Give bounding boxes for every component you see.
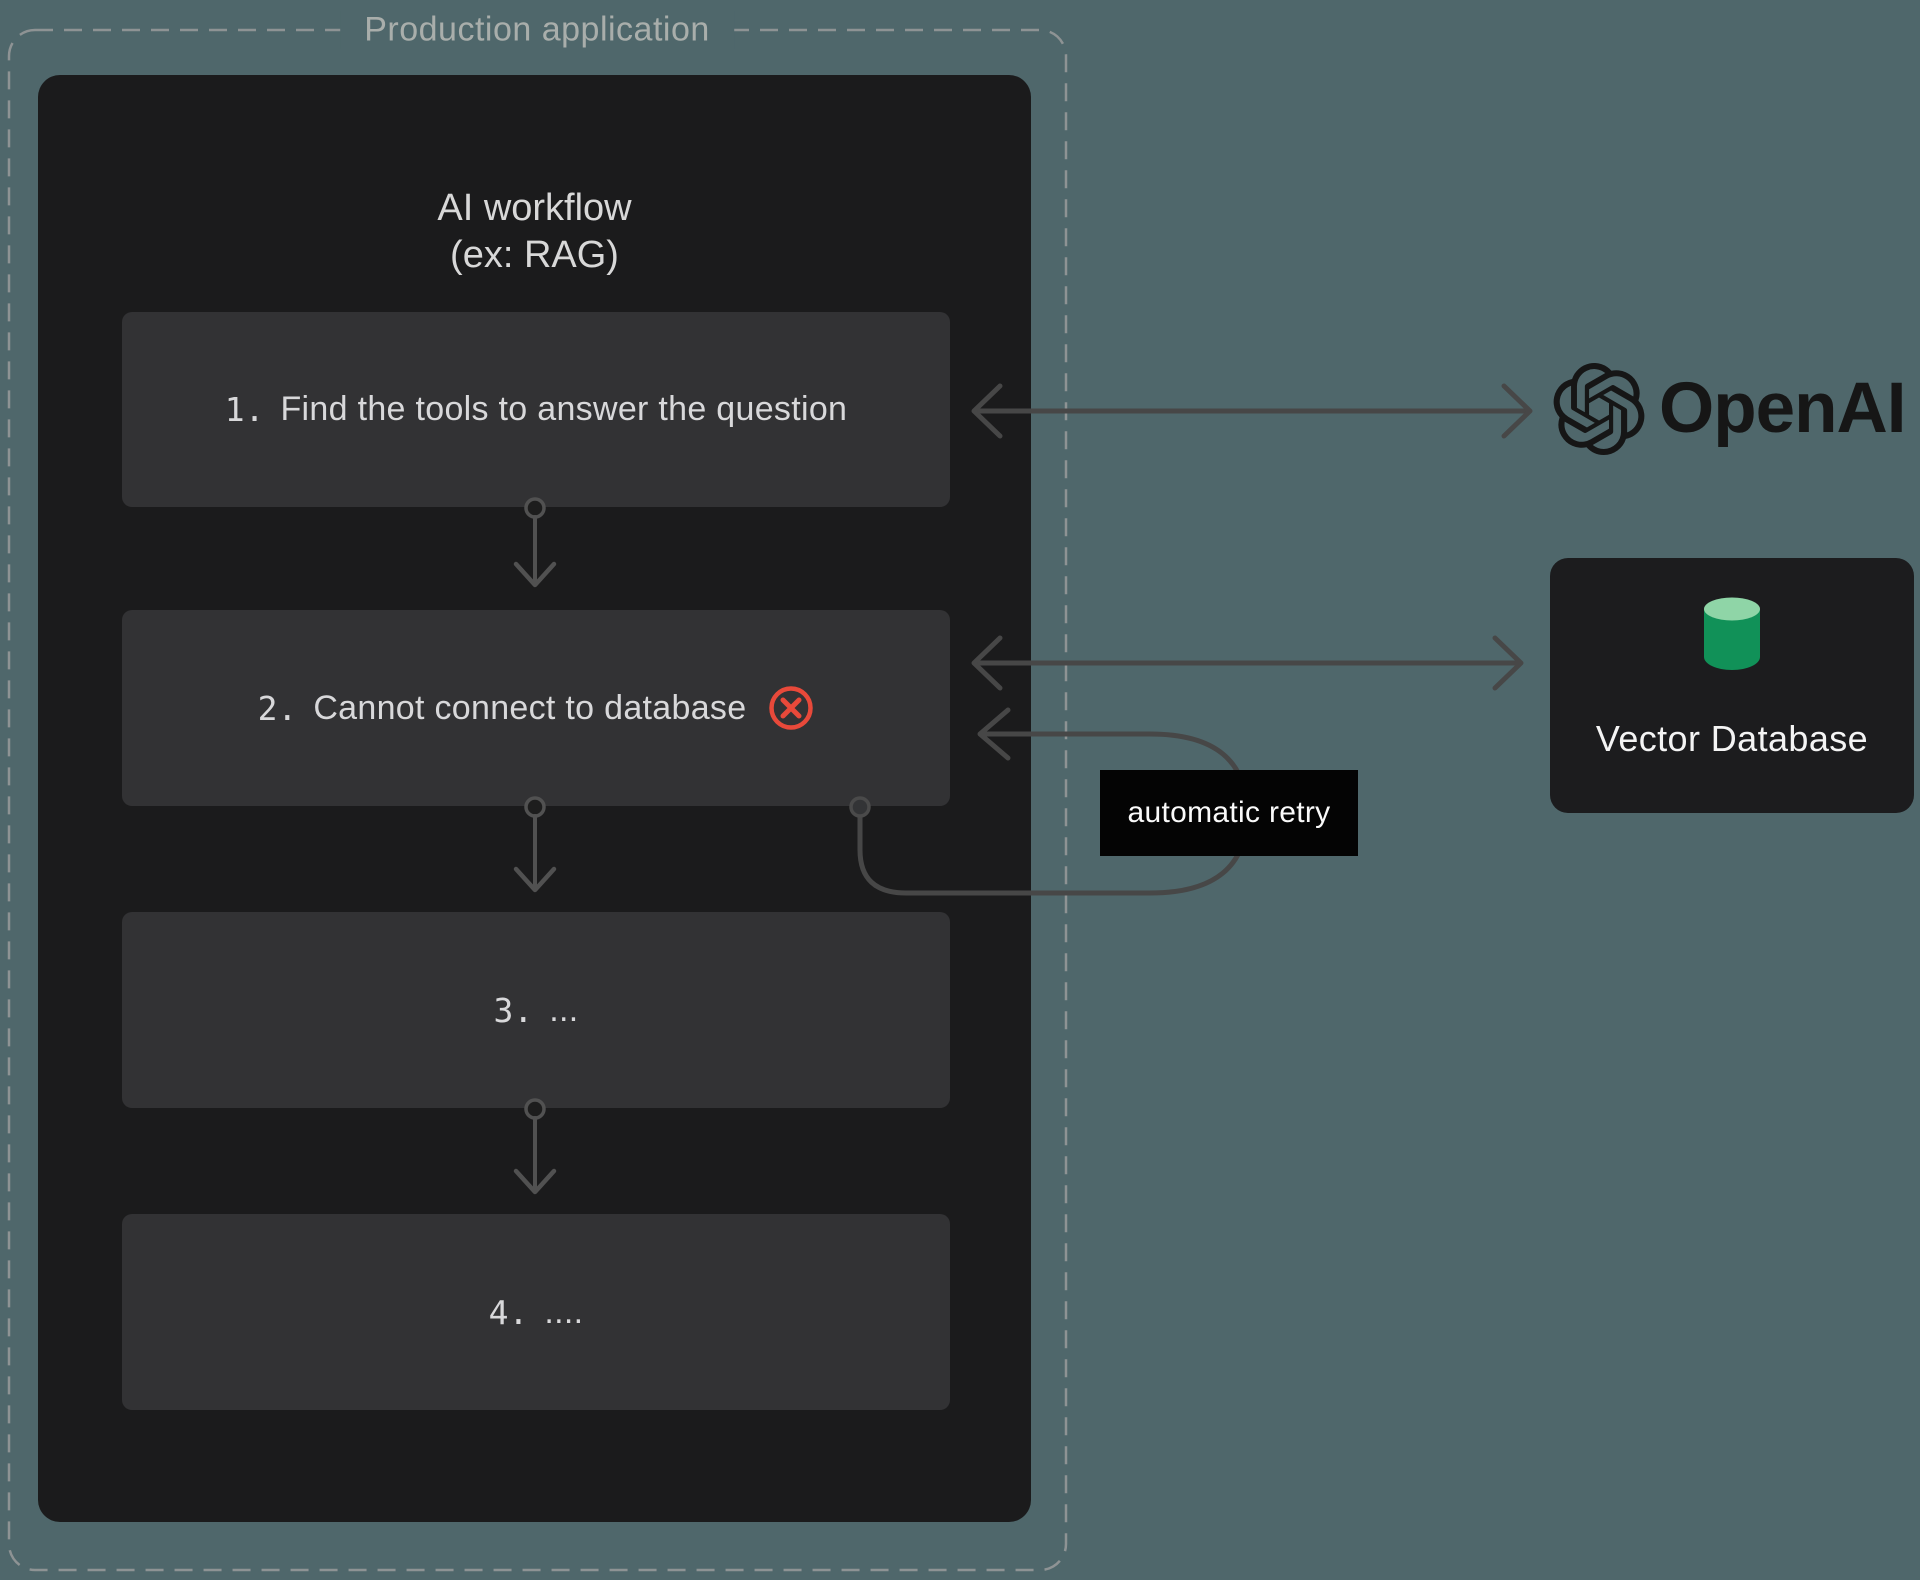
openai-wordmark: OpenAI [1659,369,1906,448]
openai-logo-icon [1553,362,1645,455]
step-box-3: 3. ... [122,912,950,1108]
workflow-title-line2: (ex: RAG) [450,234,619,276]
step-box-2: 2. Cannot connect to database [122,610,950,806]
openai-connection-arrow [971,383,1533,439]
step-1-number: 1. [224,390,265,429]
step-4-number: 4. [488,1292,529,1332]
step-box-1: 1. Find the tools to answer the question [122,312,950,507]
step-1-text: Find the tools to answer the question [280,390,848,428]
error-x-icon [769,686,814,730]
vector-db-label: Vector Database [1595,718,1869,759]
vectordb-connection-arrow [971,635,1524,691]
database-cylinder-icon [1704,597,1760,670]
vector-db-card: Vector Database [1550,558,1914,813]
workflow-title: AI workflow (ex: RAG) [38,185,1031,279]
step-box-4: 4. .... [122,1214,950,1410]
openai-logo: OpenAI [1553,362,1906,455]
step-3-text: ... [549,990,579,1029]
workflow-title-line1: AI workflow [437,187,632,229]
step-4-text: .... [544,1292,584,1331]
production-app-label: Production application [340,10,734,50]
step-2-number: 2. [257,688,298,728]
step-3-number: 3. [493,990,534,1030]
retry-label: automatic retry [1100,770,1358,856]
step-2-text: Cannot connect to database [313,688,747,727]
ai-workflow-card: AI workflow (ex: RAG) 1. Find the tools … [38,75,1031,1522]
